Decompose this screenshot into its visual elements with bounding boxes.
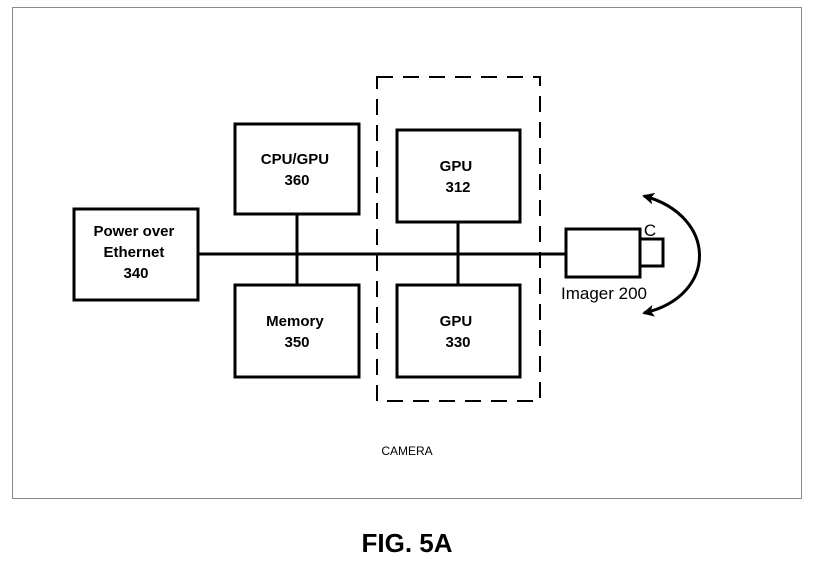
svg-text:Memory 350: Memory 350	[266, 313, 328, 351]
gpu-312-block: GPU 312	[395, 128, 522, 224]
imager-label: Imager 200	[561, 284, 647, 303]
memory-line-1: Memory	[266, 313, 324, 330]
cpu-gpu-line-1: CPU/GPU	[261, 151, 329, 168]
svg-text:GPU 312: GPU 312	[440, 158, 477, 196]
power-over-ethernet-block: Power over Ethernet 340	[72, 207, 200, 302]
gpu-module-dashed-boundary	[376, 76, 541, 402]
gpu-330-line-2: 330	[445, 334, 470, 351]
camera-region-label: CAMERA	[381, 444, 432, 458]
memory-line-2: 350	[284, 334, 309, 351]
rotation-arrow-icon	[642, 192, 701, 317]
gpu-330-line-1: GPU	[440, 313, 473, 330]
cpu-gpu-block: CPU/GPU 360	[233, 122, 361, 216]
svg-text:Power over Ethernet: Power over Ethernet 340	[93, 223, 178, 282]
figure-caption: FIG. 5A	[361, 528, 453, 558]
gpu-330-block: GPU 330	[395, 283, 522, 379]
diagram-frame	[12, 7, 802, 499]
lens-label: C	[644, 221, 656, 240]
gpu-312-line-1: GPU	[440, 158, 473, 175]
cpu-gpu-line-2: 360	[284, 172, 309, 189]
svg-text:GPU 330: GPU 330	[440, 313, 477, 351]
svg-text:CPU/GPU 360: CPU/GPU 360	[261, 151, 334, 189]
gpu-312-line-2: 312	[445, 179, 470, 196]
poe-line-1: Power over	[93, 223, 174, 240]
poe-line-2: Ethernet	[103, 244, 164, 261]
poe-line-3: 340	[123, 265, 148, 282]
memory-block: Memory 350	[233, 283, 361, 379]
